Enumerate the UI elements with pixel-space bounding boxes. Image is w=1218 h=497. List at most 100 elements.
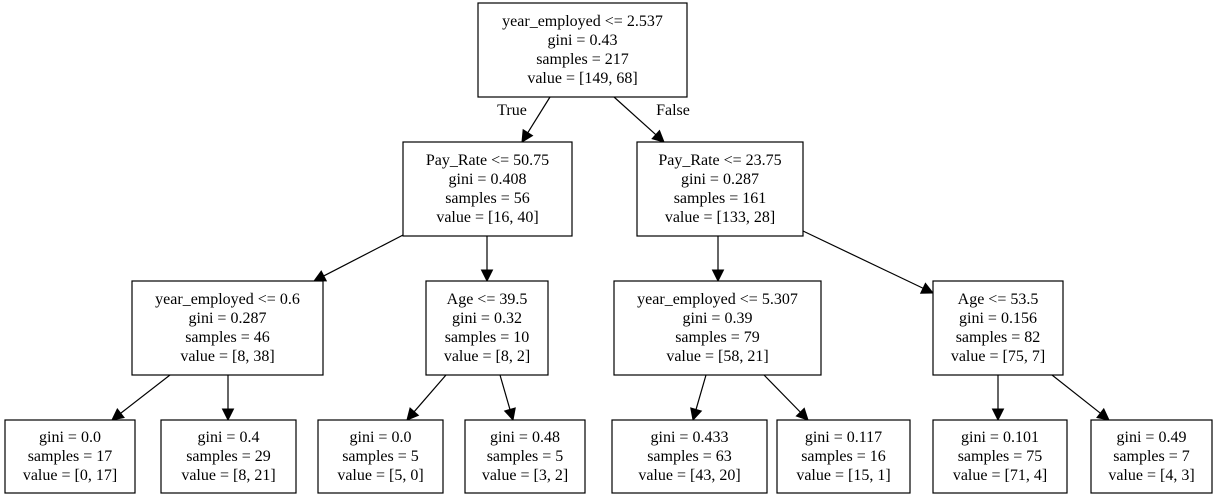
node-box — [464, 419, 586, 494]
arrow-head-icon — [111, 407, 125, 421]
node-text-line: gini = 0.4 — [198, 429, 260, 446]
node-text-line: samples = 7 — [1113, 448, 1190, 465]
node-box — [425, 280, 549, 376]
node-text-line: Age <= 53.5 — [958, 291, 1039, 308]
arrow-head-icon — [795, 407, 809, 421]
node-text-line: value = [0, 17] — [23, 467, 117, 484]
tree-node-n11: gini = 0.433 samples = 63 value = [43, 20] — [611, 419, 768, 494]
node-text-line: samples = 82 — [956, 329, 1041, 346]
edge-line — [1051, 374, 1101, 414]
edge-line — [695, 374, 707, 410]
node-text-line: year_employed <= 5.307 — [637, 291, 798, 308]
node-text-line: Age <= 39.5 — [447, 291, 528, 308]
node-text-line: value = [4, 3] — [1108, 467, 1194, 484]
edge-label: False — [656, 102, 690, 119]
arrow-head-icon — [521, 128, 534, 143]
node-text-line: gini = 0.48 — [490, 429, 560, 446]
node-text-line: samples = 17 — [28, 448, 113, 465]
edge-n4-n10 — [499, 374, 516, 422]
node-text-line: value = [8, 2] — [444, 348, 530, 365]
edge-line — [499, 374, 511, 410]
edge-line — [413, 374, 447, 413]
edges-layer: True False — [111, 96, 1110, 422]
node-text-line: value = [16, 40] — [436, 209, 538, 226]
node-text-line: samples = 29 — [186, 448, 271, 465]
node-box — [636, 141, 804, 237]
node-box — [932, 280, 1064, 376]
node-box — [477, 2, 688, 98]
node-box — [1090, 419, 1213, 494]
node-text-line: Pay_Rate <= 23.75 — [658, 152, 781, 169]
node-text-line: samples = 16 — [801, 448, 886, 465]
node-text-line: value = [43, 20] — [638, 467, 740, 484]
arrow-head-icon — [406, 407, 420, 421]
node-text-line: samples = 5 — [487, 448, 564, 465]
edge-n3-n7 — [111, 374, 171, 421]
node-text-line: samples = 79 — [675, 329, 760, 346]
node-text-line: samples = 56 — [445, 190, 530, 207]
node-text-line: gini = 0.408 — [449, 171, 527, 188]
node-text-line: value = [58, 21] — [666, 348, 768, 365]
node-text-line: gini = 0.0 — [39, 429, 101, 446]
node-text-line: gini = 0.43 — [548, 32, 618, 49]
arrow-head-icon — [651, 129, 665, 143]
node-text-line: samples = 75 — [958, 448, 1043, 465]
edge-n6-n13 — [991, 375, 1005, 422]
node-text-line: samples = 63 — [647, 448, 732, 465]
edge-n0-n1: True — [497, 96, 551, 143]
node-text-line: gini = 0.0 — [350, 429, 412, 446]
node-text-line: value = [133, 28] — [665, 209, 775, 226]
node-text-line: value = [71, 4] — [953, 467, 1047, 484]
edge-line — [527, 96, 551, 133]
node-box — [160, 419, 297, 494]
tree-node-n12: gini = 0.117 samples = 16 value = [15, 1] — [776, 419, 911, 494]
arrow-head-icon — [711, 269, 725, 283]
edge-line — [802, 230, 924, 289]
tree-node-n5: year_employed <= 5.307 gini = 0.39 samples… — [613, 280, 822, 376]
tree-node-n2: Pay_Rate <= 23.75 gini = 0.287 samples = 1… — [636, 141, 804, 237]
node-text-line: gini = 0.287 — [681, 171, 759, 188]
node-box — [932, 419, 1068, 494]
node-text-line: gini = 0.156 — [959, 310, 1037, 327]
node-text-line: samples = 46 — [185, 329, 270, 346]
arrow-head-icon — [919, 282, 935, 294]
edge-n1-n3 — [313, 233, 406, 282]
tree-node-n10: gini = 0.48 samples = 5 value = [3, 2] — [464, 419, 586, 494]
tree-node-n7: gini = 0.0 samples = 17 value = [0, 17] — [4, 419, 136, 494]
node-text-line: value = [149, 68] — [527, 70, 637, 87]
edge-line — [120, 374, 171, 414]
arrow-head-icon — [221, 408, 235, 422]
node-text-line: gini = 0.433 — [651, 429, 729, 446]
arrow-head-icon — [503, 407, 516, 422]
node-text-line: value = [15, 1] — [796, 467, 890, 484]
node-text-line: gini = 0.101 — [961, 429, 1039, 446]
edge-line — [613, 96, 657, 136]
node-text-line: gini = 0.39 — [683, 310, 753, 327]
node-box — [611, 419, 768, 494]
edge-n1-n4 — [480, 236, 494, 283]
node-box — [131, 280, 324, 376]
node-text-line: value = [3, 2] — [482, 467, 568, 484]
edge-n5-n12 — [763, 374, 809, 421]
node-text-line: value = [75, 7] — [951, 348, 1045, 365]
edge-label: True — [497, 102, 527, 119]
node-text-line: gini = 0.117 — [805, 429, 882, 446]
node-box — [776, 419, 911, 494]
edge-n2-n6 — [802, 230, 935, 294]
edge-line — [763, 374, 801, 413]
node-box — [317, 419, 444, 494]
node-text-line: samples = 161 — [674, 190, 767, 207]
node-box — [402, 141, 573, 237]
arrow-head-icon — [991, 408, 1005, 422]
arrow-head-icon — [480, 269, 494, 283]
edge-line — [323, 233, 406, 277]
node-text-line: samples = 10 — [445, 329, 530, 346]
